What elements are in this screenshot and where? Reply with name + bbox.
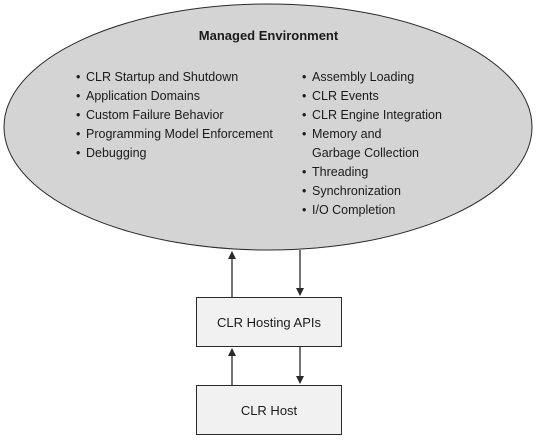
feature-list-item: Programming Model Enforcement xyxy=(76,125,273,144)
feature-list-item: CLR Startup and Shutdown xyxy=(76,68,273,87)
managed-environment-title: Managed Environment xyxy=(198,28,339,43)
feature-list-item: Debugging xyxy=(76,144,273,163)
left-feature-list: CLR Startup and ShutdownApplication Doma… xyxy=(76,68,273,163)
feature-list-item: Application Domains xyxy=(76,87,273,106)
feature-list-item-line: Memory and xyxy=(312,127,382,141)
feature-list-item: I/O Completion xyxy=(302,201,442,220)
clr-hosting-apis-label: CLR Hosting APIs xyxy=(216,314,322,330)
feature-list-item: CLR Engine Integration xyxy=(302,106,442,125)
right-feature-list: Assembly LoadingCLR EventsCLR Engine Int… xyxy=(302,68,442,220)
feature-list-item: Threading xyxy=(302,163,442,182)
feature-list-item: Custom Failure Behavior xyxy=(76,106,273,125)
feature-list-item-line: Garbage Collection xyxy=(312,146,420,160)
feature-list-item: CLR Events xyxy=(302,87,442,106)
clr-host-label: CLR Host xyxy=(240,402,298,418)
feature-list-item: Assembly Loading xyxy=(302,68,442,87)
clr-host-box: CLR Host xyxy=(196,385,342,435)
clr-hosting-apis-box: CLR Hosting APIs xyxy=(196,297,342,347)
feature-list-item: Synchronization xyxy=(302,182,442,201)
